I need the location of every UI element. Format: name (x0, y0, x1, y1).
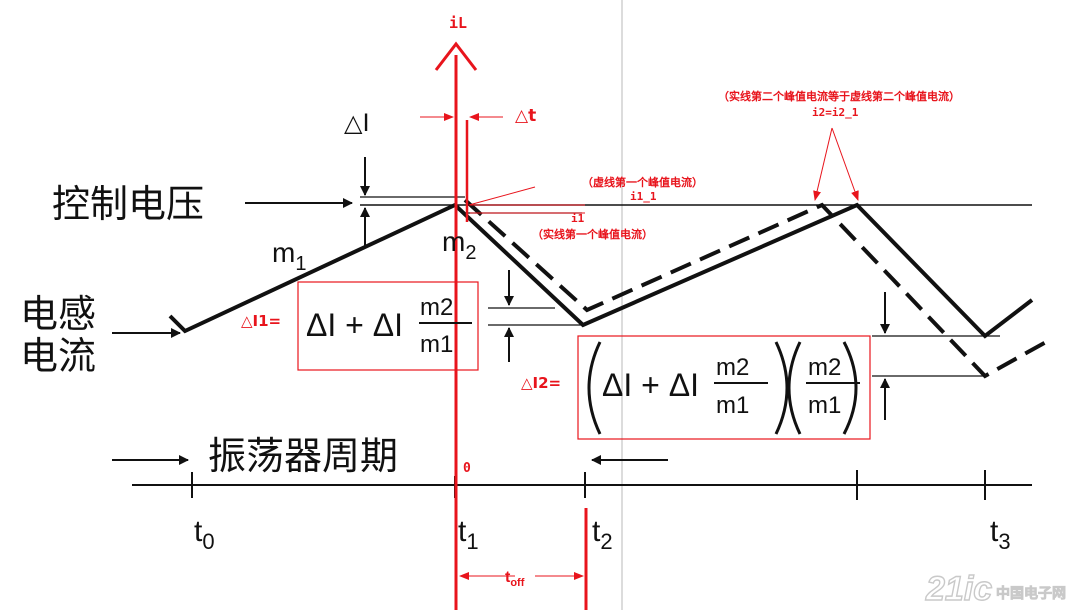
inductor-label-line2: 电流 (20, 334, 96, 378)
t0-label: t0 (194, 515, 215, 554)
second-peak-pointer-dashed (813, 127, 833, 201)
dI1-numerator: m2 (420, 294, 453, 321)
zero-label: 0 (463, 461, 471, 476)
delta-t-label: △t (515, 106, 536, 126)
dI2-paren-open-1 (587, 341, 602, 435)
dI2-denominator-1: m1 (716, 392, 749, 419)
delta-i-label: △I (344, 109, 370, 137)
il-label: iL (449, 14, 467, 32)
second-peak-pointer-solid (831, 127, 859, 201)
dI1-formula-box (297, 281, 479, 371)
m1-label: m1 (272, 237, 306, 275)
dI2-paren-close-2 (842, 341, 858, 435)
i1-1-label: i1_1 (630, 190, 657, 203)
dI1-denominator: m1 (420, 331, 453, 358)
il-axis-arrowhead (434, 41, 478, 71)
second-peak-eq: i2=i2_1 (812, 106, 859, 119)
toff-label: toff (505, 569, 525, 589)
dI2-terms: ΔI + ΔI (602, 367, 699, 403)
t3-label: t3 (990, 515, 1011, 554)
second-peak-note: （实线第二个峰值电流等于虚线第二个峰值电流） (718, 89, 960, 103)
t1-label: t1 (458, 515, 479, 554)
watermark-cn: 中国电子网 (996, 585, 1066, 602)
dI2-denominator-2: m1 (808, 392, 841, 419)
i1-label: i1 (571, 212, 585, 225)
oscillator-period-label: 振荡器周期 (208, 434, 398, 478)
dI1-label: △I1= (241, 312, 281, 330)
dI2-numerator-1: m2 (716, 354, 749, 381)
dI2-paren-open-2 (787, 341, 802, 435)
dI1-terms: ΔI + ΔI (306, 307, 403, 343)
dashed-first-peak-note: （虚线第一个峰值电流） (582, 175, 703, 189)
control-voltage-label: 控制电压 (52, 182, 204, 226)
i1-1-pointer (468, 186, 536, 206)
watermark-logo: 21ic (925, 570, 992, 608)
dI2-label: △I2= (521, 374, 561, 392)
inductor-label-line1: 电感 (20, 292, 96, 336)
t2-label: t2 (592, 515, 613, 554)
dI2-paren-close-1 (774, 341, 789, 435)
solid-first-peak-note: （实线第一个峰值电流） (532, 227, 653, 241)
dI2-formula-box (577, 335, 871, 440)
dI2-numerator-2: m2 (808, 354, 841, 381)
m2-label: m2 (442, 226, 476, 264)
dashed-current-waveform (463, 198, 1047, 379)
